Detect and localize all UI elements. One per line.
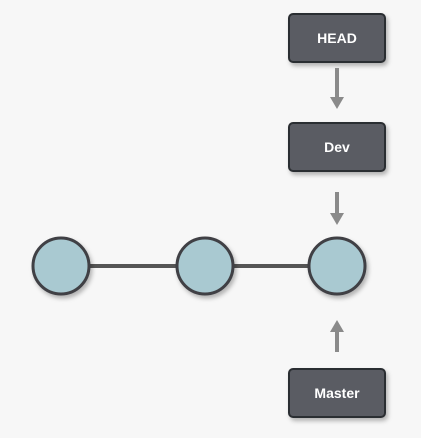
master-box xyxy=(288,368,386,418)
commit-node xyxy=(175,236,235,296)
dev-branch: Dev xyxy=(288,122,386,172)
head-ref: HEAD xyxy=(288,13,386,63)
dev-label: Dev xyxy=(324,139,350,155)
head-label: HEAD xyxy=(317,30,357,46)
head-box xyxy=(288,13,386,63)
commit-node xyxy=(307,236,367,296)
arrow-dev-to-commit xyxy=(330,192,344,225)
arrow-head-to-dev xyxy=(330,68,344,109)
commit-node xyxy=(31,236,91,296)
master-branch: Master xyxy=(288,368,386,418)
arrow-master-to-commit xyxy=(330,320,344,352)
dev-box xyxy=(288,122,386,172)
master-label: Master xyxy=(314,385,360,401)
